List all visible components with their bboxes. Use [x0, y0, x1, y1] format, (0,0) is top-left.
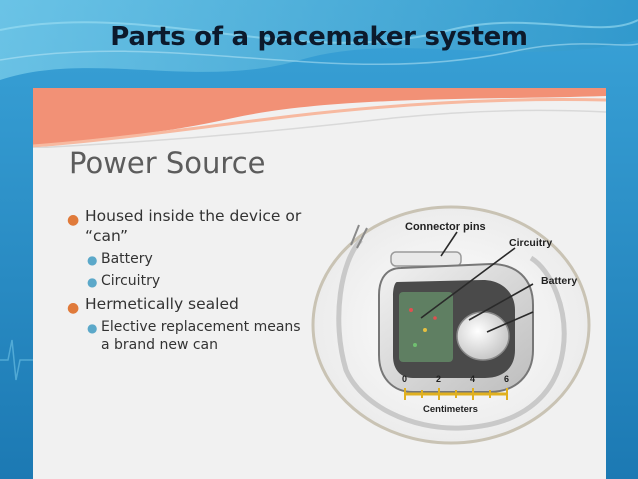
sub-bullet-text: Circuitry	[101, 273, 161, 289]
slide-title: Parts of a pacemaker system	[110, 22, 528, 52]
sub-bullet-dot-icon: ●	[87, 253, 98, 267]
connector-header	[390, 251, 462, 267]
bullet-dot-icon: ●	[67, 300, 80, 316]
slide-content-panel: Power Source ● Housed inside the device …	[33, 88, 606, 479]
bullet-dot-icon: ●	[67, 212, 80, 228]
panel-heading: Power Source	[69, 146, 266, 180]
scale-tick-label: 6	[504, 374, 509, 384]
sub-bullet-dot-icon: ●	[87, 321, 98, 335]
centimeters-label: Centimeters	[423, 404, 478, 415]
sub-bullet-text: Elective replacement means a brand new c…	[101, 319, 301, 353]
scale-tick-label: 0	[402, 374, 407, 384]
battery-label: Battery	[541, 275, 577, 287]
decorative-wave	[33, 88, 606, 148]
circuit-board	[399, 292, 453, 362]
bullet-text: Housed inside the device or “can”	[85, 207, 302, 245]
scale-tick-label: 2	[436, 374, 441, 384]
sub-bullet-item: ● Elective replacement means a brand new…	[87, 318, 307, 354]
scale-tick-label: 4	[470, 374, 475, 384]
sub-bullet-item: ● Circuitry	[87, 272, 307, 290]
pacemaker-diagram: Connector pins Circuitry Battery 0 2 4 6…	[311, 205, 591, 445]
bullet-item: ● Hermetically sealed	[67, 294, 307, 316]
bullet-text: Hermetically sealed	[85, 295, 239, 313]
sub-bullet-text: Battery	[101, 251, 153, 267]
sub-bullet-item: ● Battery	[87, 250, 307, 268]
lead-wire-icon	[336, 238, 567, 431]
battery-cell	[456, 311, 510, 361]
bullet-list: ● Housed inside the device or “can” ● Ba…	[67, 206, 307, 358]
sub-bullet-dot-icon: ●	[87, 275, 98, 289]
bullet-item: ● Housed inside the device or “can”	[67, 206, 307, 246]
circuitry-label: Circuitry	[509, 237, 552, 249]
connector-pins-label: Connector pins	[405, 221, 486, 233]
